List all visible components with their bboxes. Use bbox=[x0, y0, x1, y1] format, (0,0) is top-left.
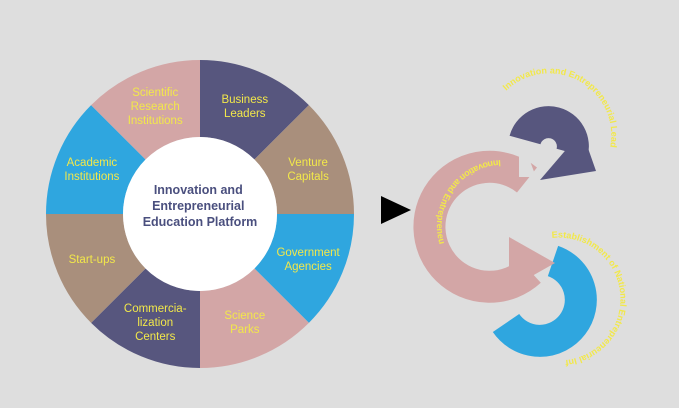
wheel-segment bbox=[91, 60, 200, 160]
wheel-segment bbox=[254, 105, 354, 214]
wheel-segment bbox=[200, 60, 309, 160]
wheel-segment-label-line: Scientific bbox=[132, 87, 178, 99]
wheel-segments bbox=[46, 60, 354, 368]
wheel-segment bbox=[91, 268, 200, 368]
wheel-segment-label-line: Business bbox=[221, 94, 268, 106]
center-line-3: Education Platform bbox=[143, 215, 258, 229]
wheel-segment-label-line: Agencies bbox=[284, 261, 332, 273]
middle-arc-band bbox=[413, 150, 541, 303]
wheel-segment-label-line: Leaders bbox=[224, 108, 266, 120]
wheel-segment bbox=[46, 214, 146, 323]
wheel-segment-label-line: Government bbox=[276, 247, 340, 259]
platform-wheel: Innovation and Entrepreneurial Education… bbox=[46, 60, 354, 368]
wheel-segment-label-line: Research bbox=[131, 101, 180, 113]
wheel-segment-label-line: Academic bbox=[67, 157, 118, 169]
wheel-segment-label-line: lization bbox=[137, 317, 173, 329]
wheel-segment-label-line: Venture bbox=[288, 157, 328, 169]
wheel-segment bbox=[254, 214, 354, 323]
wheel-segment-label-line: Parks bbox=[230, 324, 260, 336]
wheel-center-label: Innovation and Entrepreneurial Education… bbox=[143, 183, 258, 229]
wheel-center-disc bbox=[123, 137, 277, 291]
wheel-segment-label-line: Commercia- bbox=[124, 303, 187, 315]
middle-arc-tail-notch bbox=[519, 145, 536, 177]
center-line-1: Innovation and bbox=[154, 183, 243, 197]
wheel-segment-label-line: Centers bbox=[135, 331, 176, 343]
wheel-segment-label-line: Institutions bbox=[128, 115, 183, 127]
wheel-segment-label-line: Capitals bbox=[287, 171, 329, 183]
wheel-segment bbox=[46, 105, 146, 214]
wheel-segment-label-line: Science bbox=[224, 310, 265, 322]
wheel-segment bbox=[200, 268, 309, 368]
wheel-segment-label: Start-ups bbox=[69, 254, 116, 266]
middle-arc-arrowhead bbox=[509, 237, 555, 289]
wheel-segment-label-line: Start-ups bbox=[69, 254, 116, 266]
center-line-2: Entrepreneurial bbox=[152, 199, 244, 213]
bottom-arc-band bbox=[492, 245, 597, 357]
wheel-segment-label-line: Institutions bbox=[64, 171, 119, 183]
play-arrow-icon bbox=[381, 196, 411, 224]
top-arc-arrowhead bbox=[540, 131, 596, 180]
